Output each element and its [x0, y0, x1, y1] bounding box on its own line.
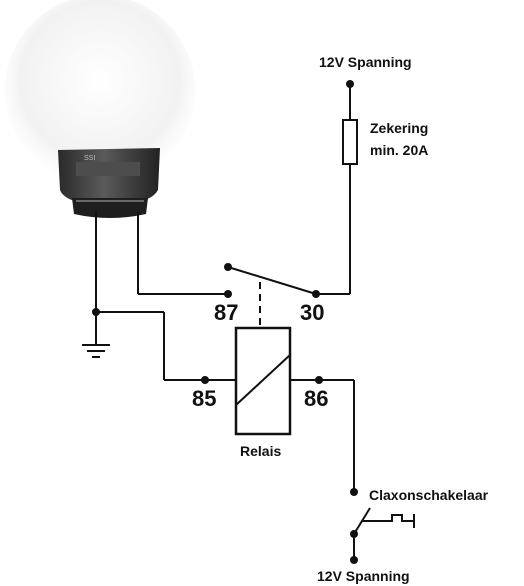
switch-actuator	[362, 514, 414, 522]
dot-30	[312, 290, 320, 298]
relay-contact-arm	[227, 266, 317, 295]
pin-87-label: 87	[214, 300, 238, 325]
label-supply-bottom: 12V Spanning	[317, 568, 410, 584]
dot-86	[315, 376, 323, 384]
pin-86-label: 86	[304, 386, 328, 411]
label-supply-top: 12V Spanning	[319, 54, 412, 70]
svg-text:SSI: SSI	[84, 155, 95, 162]
relay-coil-diagonal	[235, 354, 291, 406]
fuse-symbol	[342, 119, 358, 165]
dot-87	[224, 290, 232, 298]
dot-switch-top	[350, 488, 358, 496]
pin-30-label: 30	[300, 300, 324, 325]
junction-dots	[92, 80, 358, 564]
dot-contact-87	[224, 263, 232, 271]
dot-supply-top	[346, 80, 354, 88]
dot-switch-bottom	[350, 530, 358, 538]
label-horn-switch: Claxonschakelaar	[369, 487, 489, 503]
ground-symbol	[82, 344, 110, 358]
pin-85-label: 85	[192, 386, 216, 411]
dot-supply-bottom	[350, 556, 358, 564]
label-fuse-rating: min. 20A	[370, 142, 428, 158]
dot-85	[201, 376, 209, 384]
label-relay: Relais	[240, 443, 281, 459]
label-fuse-name: Zekering	[370, 120, 428, 136]
dot-ground	[92, 308, 100, 316]
relay-coil-box	[234, 326, 292, 436]
horn-image: SSI	[5, 0, 195, 218]
